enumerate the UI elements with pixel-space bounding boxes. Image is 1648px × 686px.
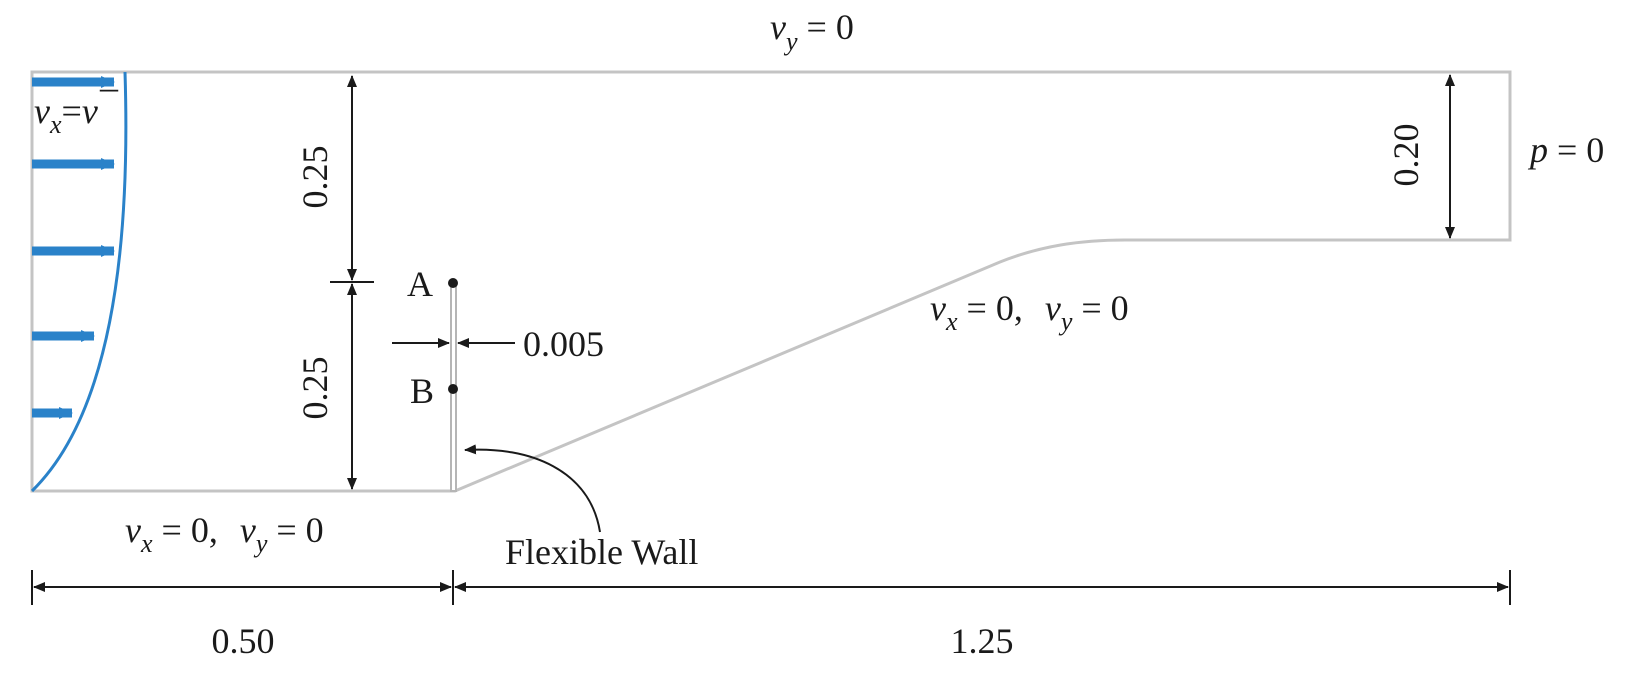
- bottom-bc-value-x: = 0,: [153, 510, 218, 550]
- ramp-bc-symbol-y: v: [1045, 288, 1061, 328]
- inlet-velocity-profile: [30, 71, 128, 493]
- outlet-boundary-condition: p = 0: [1527, 130, 1604, 170]
- bottom-bc-value-y: = 0: [267, 510, 323, 550]
- top-boundary-condition: vy = 0: [770, 7, 854, 56]
- point-a-marker: [448, 278, 458, 288]
- point-b-marker: [448, 384, 458, 394]
- ramp-bc-subscript-y: y: [1058, 307, 1073, 336]
- inlet-bc-subscript: x: [49, 110, 62, 139]
- downstream-length-label: 1.25: [951, 621, 1014, 661]
- bottom-bc-symbol-y: v: [240, 510, 256, 550]
- inlet-mean-bar: –: [99, 67, 119, 107]
- outlet-bc-value: = 0: [1548, 130, 1604, 170]
- point-a-label: A: [407, 264, 433, 304]
- top-bc-value: = 0: [798, 7, 854, 47]
- inlet-bc-mean-velocity: v: [82, 91, 98, 131]
- top-bc-subscript: y: [783, 27, 798, 56]
- ramp-bc-value-x: = 0,: [958, 288, 1023, 328]
- outlet-height-label: 0.20: [1386, 124, 1426, 187]
- lower-height-label: 0.25: [295, 357, 335, 420]
- flexible-wall-leader: [464, 444, 601, 533]
- domain-outline: [30, 70, 1512, 493]
- flexible-wall-label: Flexible Wall: [505, 532, 698, 572]
- inlet-bc-equals: =: [62, 91, 82, 131]
- point-b-label: B: [410, 371, 434, 411]
- ramp-bc-symbol-x: v: [930, 288, 946, 328]
- top-bc-symbol: v: [770, 7, 786, 47]
- wall-thickness-label: 0.005: [523, 324, 604, 364]
- ramp-wall-boundary-condition: vx = 0,vy = 0: [930, 288, 1129, 336]
- outlet-bc-symbol: p: [1527, 130, 1548, 170]
- bottom-wall-boundary-condition: vx = 0,vy = 0: [125, 510, 324, 558]
- bottom-bc-subscript-x: x: [140, 529, 153, 558]
- upper-height-label: 0.25: [295, 146, 335, 209]
- bottom-bc-symbol-x: v: [125, 510, 141, 550]
- ramp-bc-value-y: = 0: [1072, 288, 1128, 328]
- bottom-bc-subscript-y: y: [253, 529, 268, 558]
- inflow-arrows: [32, 76, 115, 419]
- inlet-boundary-condition: vx=v: [34, 91, 98, 139]
- ramp-bc-subscript-x: x: [945, 307, 958, 336]
- inlet-bc-symbol: v: [34, 91, 50, 131]
- inlet-length-label: 0.50: [212, 621, 275, 661]
